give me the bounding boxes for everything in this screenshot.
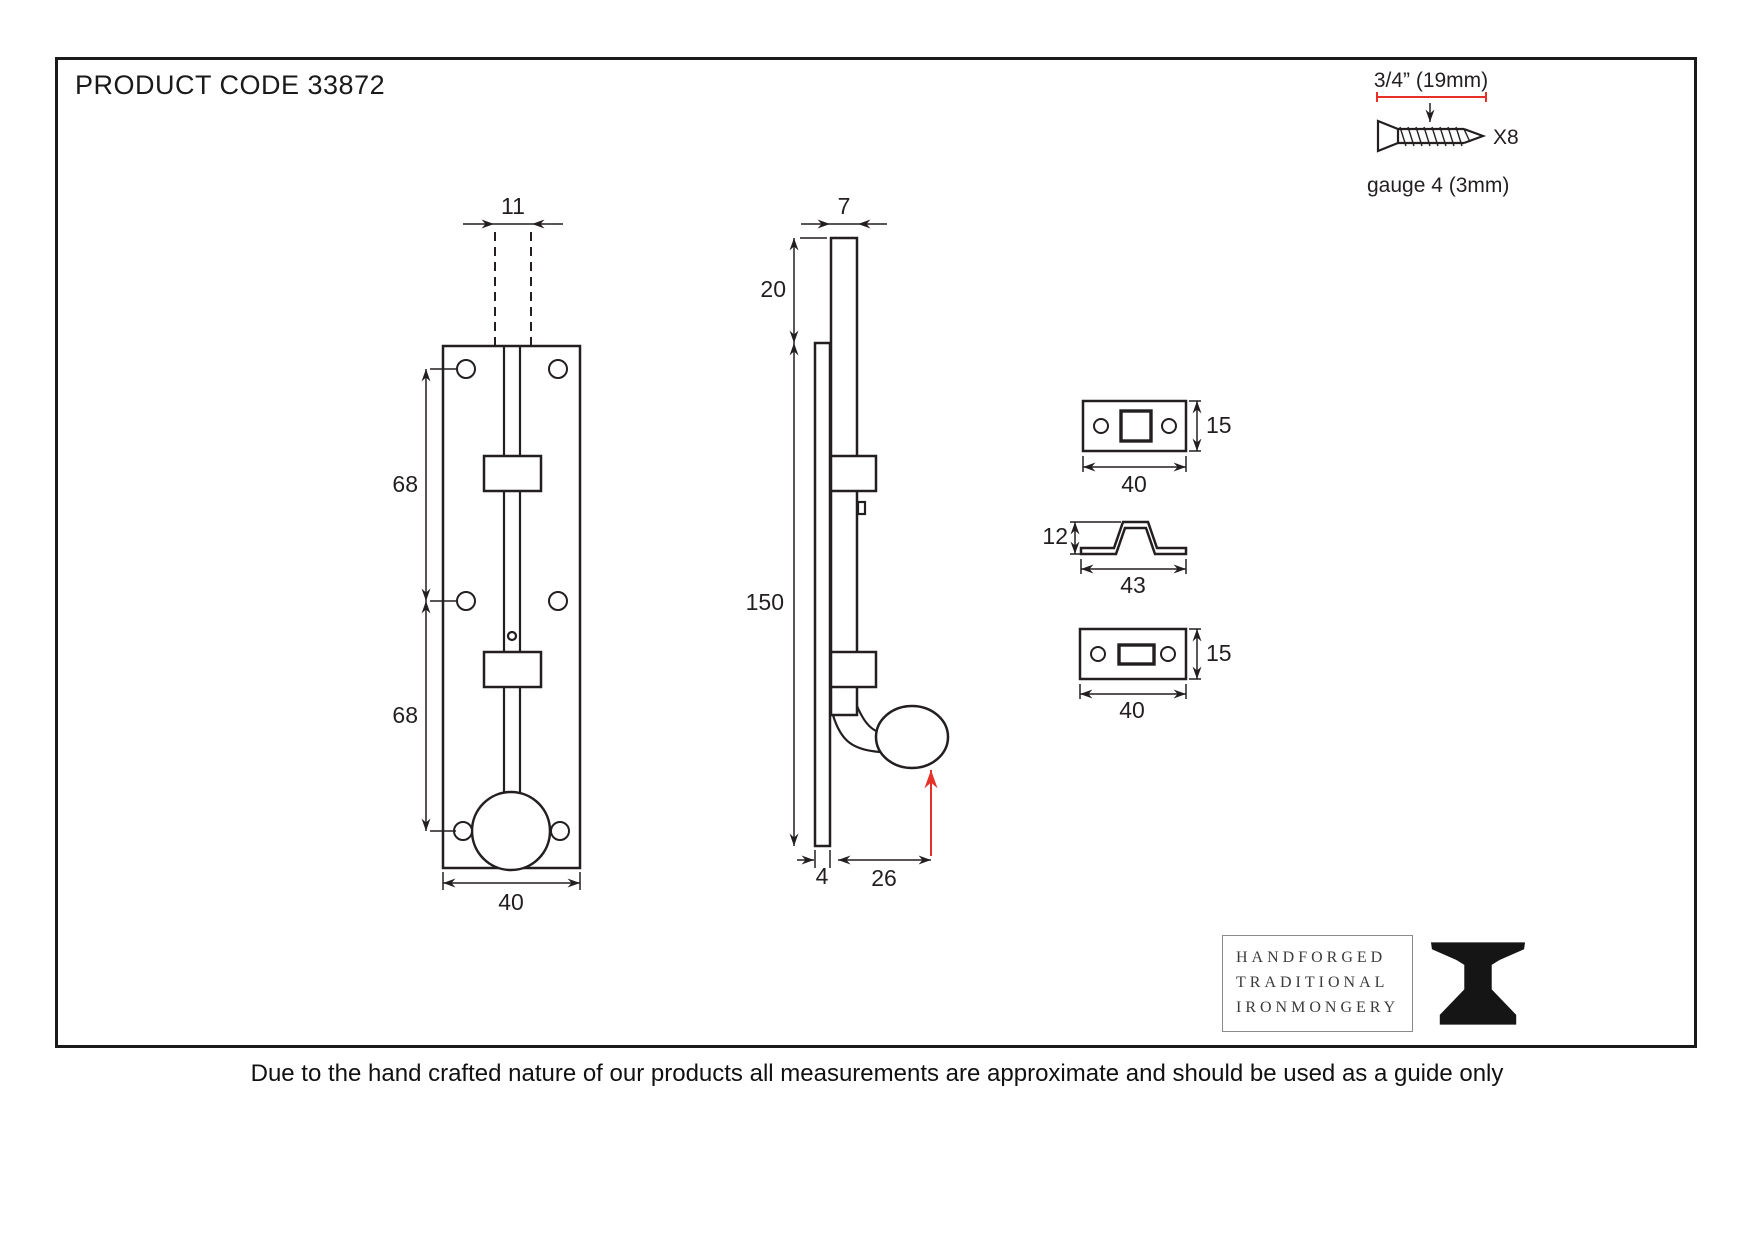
dim-label: 68 [392, 702, 418, 728]
side-dim-knob-projection: 26 [838, 770, 938, 891]
product-code: PRODUCT CODE 33872 [75, 70, 386, 100]
screw-hole [548, 591, 568, 611]
knob-front [470, 790, 552, 872]
bridge-keeper-profile [1079, 520, 1188, 556]
dim-label: 20 [760, 276, 786, 302]
screw-hole [1161, 418, 1177, 434]
bridge-dim-width: 43 [1080, 559, 1187, 598]
dim-label: 40 [498, 889, 524, 915]
side-view: 7 20 150 4 [746, 193, 950, 891]
rod-guide-lower-side [829, 650, 878, 689]
knob-neck [831, 714, 881, 754]
rod-guide-lower [482, 650, 543, 689]
dim-label: 26 [871, 865, 897, 891]
keeper-dim-height: 15 [1189, 400, 1232, 452]
brand-logo: HANDFORGED TRADITIONAL IRONMONGERY [1222, 934, 1527, 1033]
dim-label: 15 [1206, 412, 1232, 438]
dim-label: 150 [746, 589, 784, 615]
dim-label: 4 [816, 863, 829, 889]
keeper-square-hole [1119, 409, 1153, 443]
side-dim-thickness: 4 [797, 850, 831, 889]
side-dim-rod: 7 [801, 193, 887, 229]
screw-hole [550, 821, 570, 841]
front-view: 11 68 [392, 193, 582, 915]
screw-hole [456, 591, 476, 611]
keeper-slot-hole [1117, 643, 1156, 666]
rod-catch-notch [856, 500, 867, 516]
keeper-bridge: 12 43 [1042, 520, 1188, 598]
keeper-plate-slot: 15 40 [1078, 627, 1232, 723]
dim-label: 40 [1121, 471, 1147, 497]
front-dim-bolt-width: 11 [463, 193, 563, 229]
brand-line-1: HANDFORGED [1236, 949, 1387, 967]
dim-label: 15 [1206, 640, 1232, 666]
slot-keeper-dim-width: 40 [1079, 684, 1187, 723]
front-dim-plate-width: 40 [442, 872, 581, 915]
keeper-dim-width: 40 [1082, 456, 1187, 497]
slot-keeper-dim-height: 15 [1189, 628, 1232, 680]
screw-hole [1090, 646, 1106, 662]
dim-label: 40 [1119, 697, 1145, 723]
knob-neck [855, 705, 879, 734]
bolt-backplate-side [813, 341, 832, 848]
disclaimer-text: Due to the hand crafted nature of our pr… [250, 1060, 1504, 1087]
screw-hole [548, 359, 568, 379]
dim-label: 43 [1120, 572, 1146, 598]
dim-label: 7 [838, 193, 851, 219]
screw-hole [456, 359, 476, 379]
brand-text-box: HANDFORGED TRADITIONAL IRONMONGERY [1222, 935, 1414, 1032]
border-frame [55, 57, 1697, 1048]
keeper-plate-square: 15 40 [1081, 399, 1232, 497]
rod-guide-upper [482, 454, 543, 493]
rod-guide-upper-side [829, 454, 878, 493]
rod-pin-hole [506, 630, 518, 642]
front-dim-lower-holes: 68 [392, 601, 456, 832]
screw-hole [453, 821, 473, 841]
front-dim-upper-holes: 68 [392, 368, 456, 602]
screw-spec: 3/4” (19mm) X8 gauge 4 (3mm) [1367, 69, 1519, 197]
anvil-icon [1431, 942, 1526, 1025]
brand-line-2: TRADITIONAL [1236, 974, 1389, 992]
brand-line-3: IRONMONGERY [1236, 998, 1400, 1016]
dim-label: 12 [1042, 523, 1068, 549]
bridge-dim-height: 12 [1042, 521, 1121, 555]
side-dim-top-throw: 20 [760, 237, 827, 343]
screw-hole [1160, 646, 1176, 662]
screw-hole [1093, 418, 1109, 434]
dim-label: 11 [501, 193, 525, 219]
dim-label: 68 [392, 471, 418, 497]
screw-quantity-label: X8 [1493, 126, 1519, 149]
knob-side [874, 704, 950, 770]
screw-icon [1376, 119, 1487, 153]
side-dim-plate-height: 150 [746, 343, 799, 846]
screw-gauge-label: gauge 4 (3mm) [1367, 174, 1509, 197]
screw-length-label: 3/4” (19mm) [1374, 69, 1488, 92]
